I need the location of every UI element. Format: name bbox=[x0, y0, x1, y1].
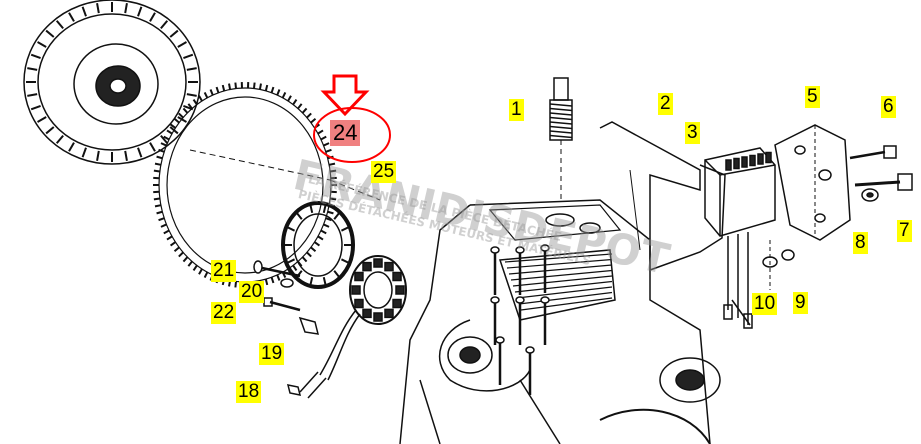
regulator-drawing bbox=[704, 147, 776, 329]
callout-part-19[interactable]: 19 bbox=[259, 343, 285, 365]
highlight-annotation bbox=[313, 74, 391, 163]
callout-part-25[interactable]: 25 bbox=[371, 161, 397, 183]
callout-part-2[interactable]: 2 bbox=[658, 93, 673, 115]
callout-part-21[interactable]: 21 bbox=[211, 260, 237, 282]
stator-drawing bbox=[299, 255, 407, 399]
callout-part-7[interactable]: 7 bbox=[897, 220, 912, 242]
callout-part-8[interactable]: 8 bbox=[853, 232, 868, 254]
callout-part-3[interactable]: 3 bbox=[685, 122, 700, 144]
callout-part-22[interactable]: 22 bbox=[211, 302, 237, 324]
callout-part-6[interactable]: 6 bbox=[881, 96, 896, 118]
callout-part-10[interactable]: 10 bbox=[752, 293, 778, 315]
injector-drawing bbox=[549, 77, 573, 200]
callout-part-18[interactable]: 18 bbox=[236, 381, 262, 403]
mount-bracket-drawing bbox=[774, 124, 851, 241]
callout-part-9[interactable]: 9 bbox=[793, 292, 808, 314]
callout-part-1[interactable]: 1 bbox=[509, 99, 524, 121]
bolts-drawing bbox=[762, 145, 913, 290]
callout-part-24-highlighted[interactable]: 24 bbox=[330, 120, 361, 146]
flywheel-drawing bbox=[23, 0, 201, 165]
callout-part-20[interactable]: 20 bbox=[239, 281, 265, 303]
bracket-plate-drawing bbox=[599, 121, 726, 272]
callout-part-5[interactable]: 5 bbox=[805, 86, 820, 108]
engine-block-drawing bbox=[399, 199, 721, 444]
small-screws-drawing bbox=[253, 260, 320, 396]
